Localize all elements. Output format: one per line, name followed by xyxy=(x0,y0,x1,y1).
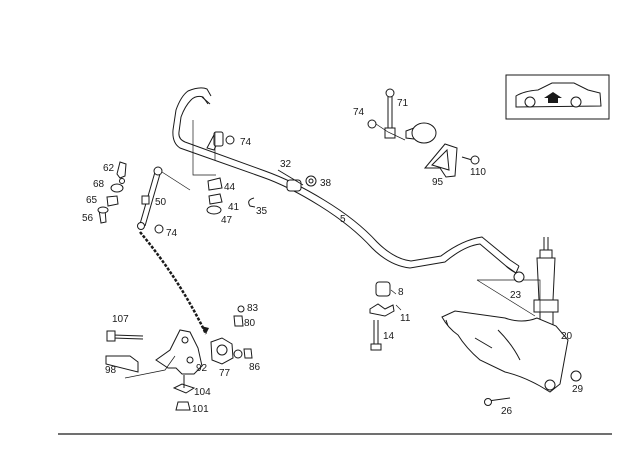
label-92: 92 xyxy=(196,363,208,374)
label-20: 20 xyxy=(561,331,573,342)
label-35: 35 xyxy=(256,206,268,217)
label-50: 50 xyxy=(155,197,167,208)
bracket-assembly xyxy=(105,305,253,411)
link-rod-50 xyxy=(97,161,191,234)
bracket-95 xyxy=(423,143,480,178)
label-65: 65 xyxy=(86,195,98,206)
label-56: 56 xyxy=(82,213,94,224)
label-62: 62 xyxy=(103,163,115,174)
label-83: 83 xyxy=(247,303,259,314)
label-74-top: 74 xyxy=(240,137,252,148)
label-8: 8 xyxy=(398,287,404,298)
label-104: 104 xyxy=(194,387,211,398)
arrow-up-icon xyxy=(544,92,562,103)
label-11: 11 xyxy=(400,313,411,324)
label-41: 41 xyxy=(228,202,240,213)
label-38: 38 xyxy=(320,178,332,189)
control-arm xyxy=(441,310,582,406)
label-44: 44 xyxy=(224,182,236,193)
label-47: 47 xyxy=(221,215,233,226)
clamp-74 xyxy=(192,120,235,176)
assembly-arrow xyxy=(139,231,209,335)
label-71: 71 xyxy=(397,98,409,109)
label-86: 86 xyxy=(249,362,261,373)
vehicle-locator-icon xyxy=(505,74,610,120)
strut-20 xyxy=(476,237,559,385)
stabilizer-bar xyxy=(172,87,520,274)
label-95: 95 xyxy=(432,177,444,188)
label-101: 101 xyxy=(192,404,209,415)
label-23: 23 xyxy=(510,290,522,301)
label-5: 5 xyxy=(340,214,346,225)
label-110: 110 xyxy=(470,167,486,178)
label-74-rod: 74 xyxy=(166,228,178,239)
label-98: 98 xyxy=(105,365,117,376)
mount-8-11-14 xyxy=(369,281,402,351)
label-74-link: 74 xyxy=(353,107,365,118)
label-77: 77 xyxy=(219,368,231,379)
label-80: 80 xyxy=(244,318,256,329)
clamp-parts xyxy=(206,177,256,215)
label-14: 14 xyxy=(383,331,395,342)
label-68: 68 xyxy=(93,179,105,190)
bushing-32 xyxy=(277,169,317,192)
label-107: 107 xyxy=(112,314,129,325)
link-71 xyxy=(367,88,437,144)
label-26: 26 xyxy=(501,406,513,417)
label-32: 32 xyxy=(280,159,292,170)
label-29: 29 xyxy=(572,384,584,395)
part-labels: 74 74 74 71 32 38 62 68 65 56 50 44 41 4… xyxy=(82,98,584,417)
